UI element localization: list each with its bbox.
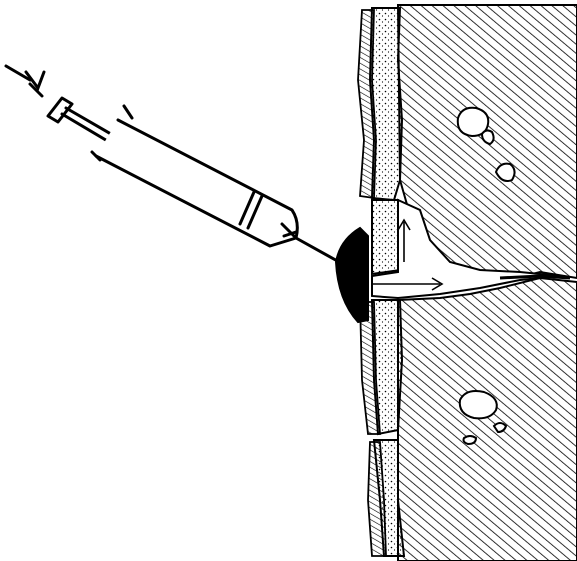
injected-sealant: [336, 228, 368, 322]
syringe: [48, 98, 350, 268]
syringe-body: [96, 120, 297, 246]
push-arrow: [6, 66, 44, 96]
